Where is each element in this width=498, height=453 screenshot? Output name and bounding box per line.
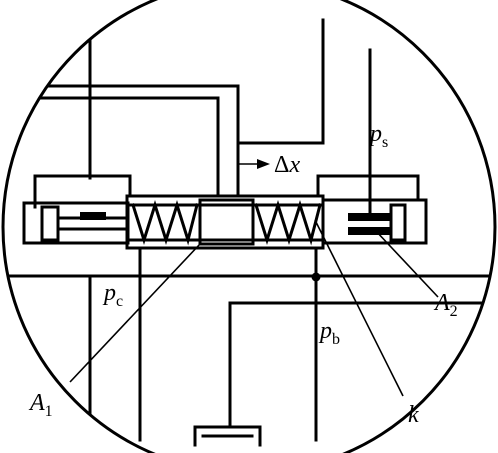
right-piston	[389, 203, 407, 242]
left-bracket	[33, 174, 132, 209]
junction-dot	[311, 272, 321, 282]
label-A1: A1	[28, 390, 53, 420]
label-k: k	[408, 402, 419, 428]
right-rod-fill-top	[348, 213, 391, 221]
leader-A1	[69, 243, 201, 383]
bottom-cap	[193, 425, 262, 447]
left-spring	[131, 199, 199, 246]
label-pb: pb	[318, 318, 340, 348]
leader-A2	[374, 229, 439, 298]
spool-center	[198, 198, 255, 246]
pipe-upper-horizontal-2	[38, 96, 220, 198]
label-pc: pc	[102, 280, 123, 310]
pipe-right-feed	[236, 18, 325, 145]
label-ps: ps	[368, 121, 388, 151]
dx-arrow-head	[257, 159, 270, 169]
leader-k	[314, 219, 404, 397]
label-A2: A2	[433, 290, 458, 320]
left-port-block	[80, 212, 106, 220]
left-piston-housing	[22, 201, 130, 245]
right-piston-housing	[321, 198, 428, 245]
pipe-upper-horizontal	[38, 84, 240, 198]
right-bracket	[316, 174, 420, 202]
left-piston	[40, 205, 60, 242]
right-rod-fill-bottom	[348, 227, 391, 235]
label-dx: Δx	[274, 152, 300, 178]
right-spring	[254, 199, 322, 246]
pipe-lower-return	[228, 301, 492, 427]
